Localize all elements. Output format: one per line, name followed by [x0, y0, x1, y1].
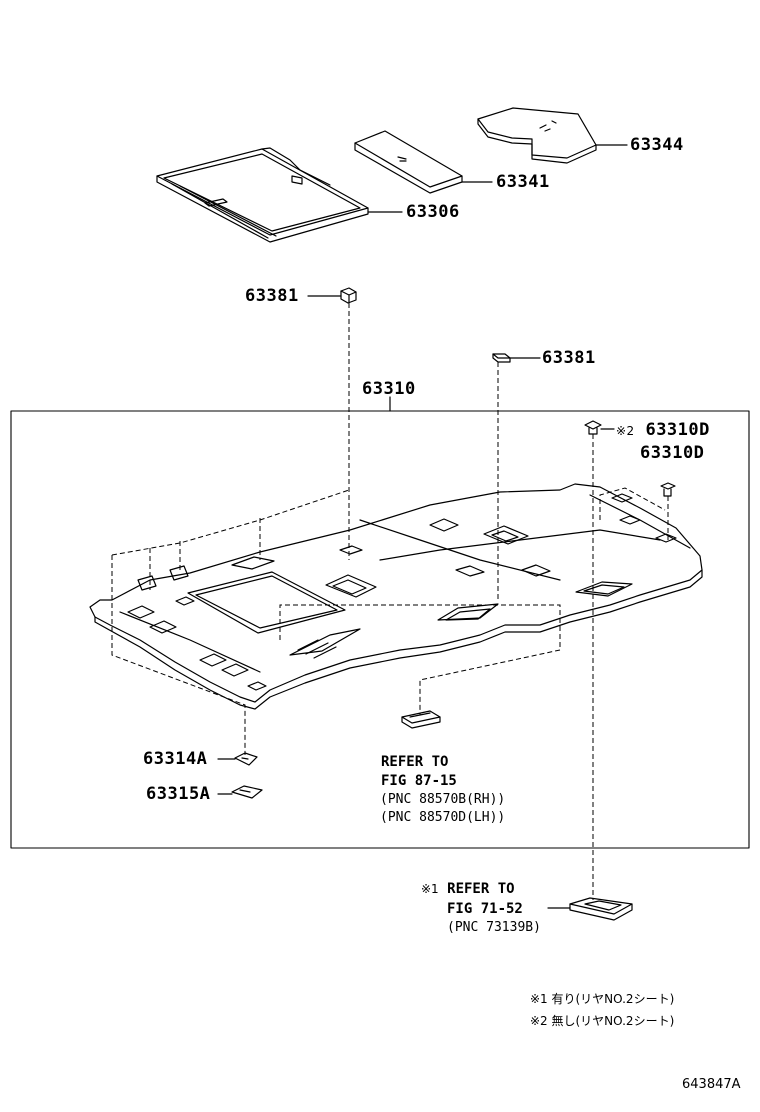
room-lamp-drawing	[569, 897, 633, 921]
ref2-line2: FIG 71-52	[447, 901, 523, 917]
clip-63381-top-drawing	[340, 287, 357, 304]
guide-front-top	[111, 489, 350, 556]
label-63341: 63341	[496, 172, 550, 192]
label-63310D-upper-text: 63310D	[645, 420, 710, 440]
assist-grip-drawing	[401, 710, 441, 729]
ref1-line3: (PNC 88570B(RH))	[380, 792, 506, 807]
assembly-frame	[10, 410, 750, 849]
guide-rear-box	[599, 487, 666, 520]
headliner-63310-drawing	[89, 483, 703, 710]
footnote-2: ※2 無し(リヤNO.2シート)	[530, 1014, 675, 1028]
guide-front-boxes	[149, 518, 261, 590]
clip-63315A-drawing	[231, 785, 263, 799]
label-63306: 63306	[406, 202, 460, 222]
sunshade-63306-drawing	[156, 147, 369, 243]
bolt-63310D-lower-drawing	[660, 482, 676, 497]
footnote-1: ※1 有り(リヤNO.2シート)	[530, 992, 675, 1006]
ref1-line2: FIG 87-15	[381, 773, 457, 789]
guide-center-box	[279, 604, 561, 715]
label-63310D-lower: 63310D	[640, 443, 705, 463]
label-63381-top: 63381	[245, 286, 299, 306]
clip-63381-mid-drawing	[492, 353, 511, 363]
ref2-line1: ※1 REFER TO	[421, 882, 515, 896]
label-63310D-upper: ※2 63310D	[616, 422, 710, 439]
ref2-line1-text: REFER TO	[447, 881, 515, 897]
label-63315A: 63315A	[146, 784, 211, 804]
bolt-63310D-upper-drawing	[584, 420, 602, 435]
label-63344: 63344	[630, 135, 684, 155]
ref1-line4: (PNC 88570D(LH))	[380, 810, 506, 825]
pad-63344-drawing	[477, 107, 597, 164]
label-63310: 63310	[362, 379, 416, 399]
clip-63314A-drawing	[234, 752, 258, 766]
figure-code: 643847A	[682, 1077, 741, 1092]
ref2-line3: (PNC 73139B)	[447, 920, 541, 935]
label-63314A: 63314A	[143, 749, 208, 769]
label-63381-mid: 63381	[542, 348, 596, 368]
mark-1: ※1	[421, 882, 439, 896]
ref1-line1: REFER TO	[381, 754, 449, 770]
mark-2: ※2	[616, 424, 635, 438]
guide-front-left	[111, 555, 246, 755]
pad-63341-drawing	[354, 130, 463, 194]
